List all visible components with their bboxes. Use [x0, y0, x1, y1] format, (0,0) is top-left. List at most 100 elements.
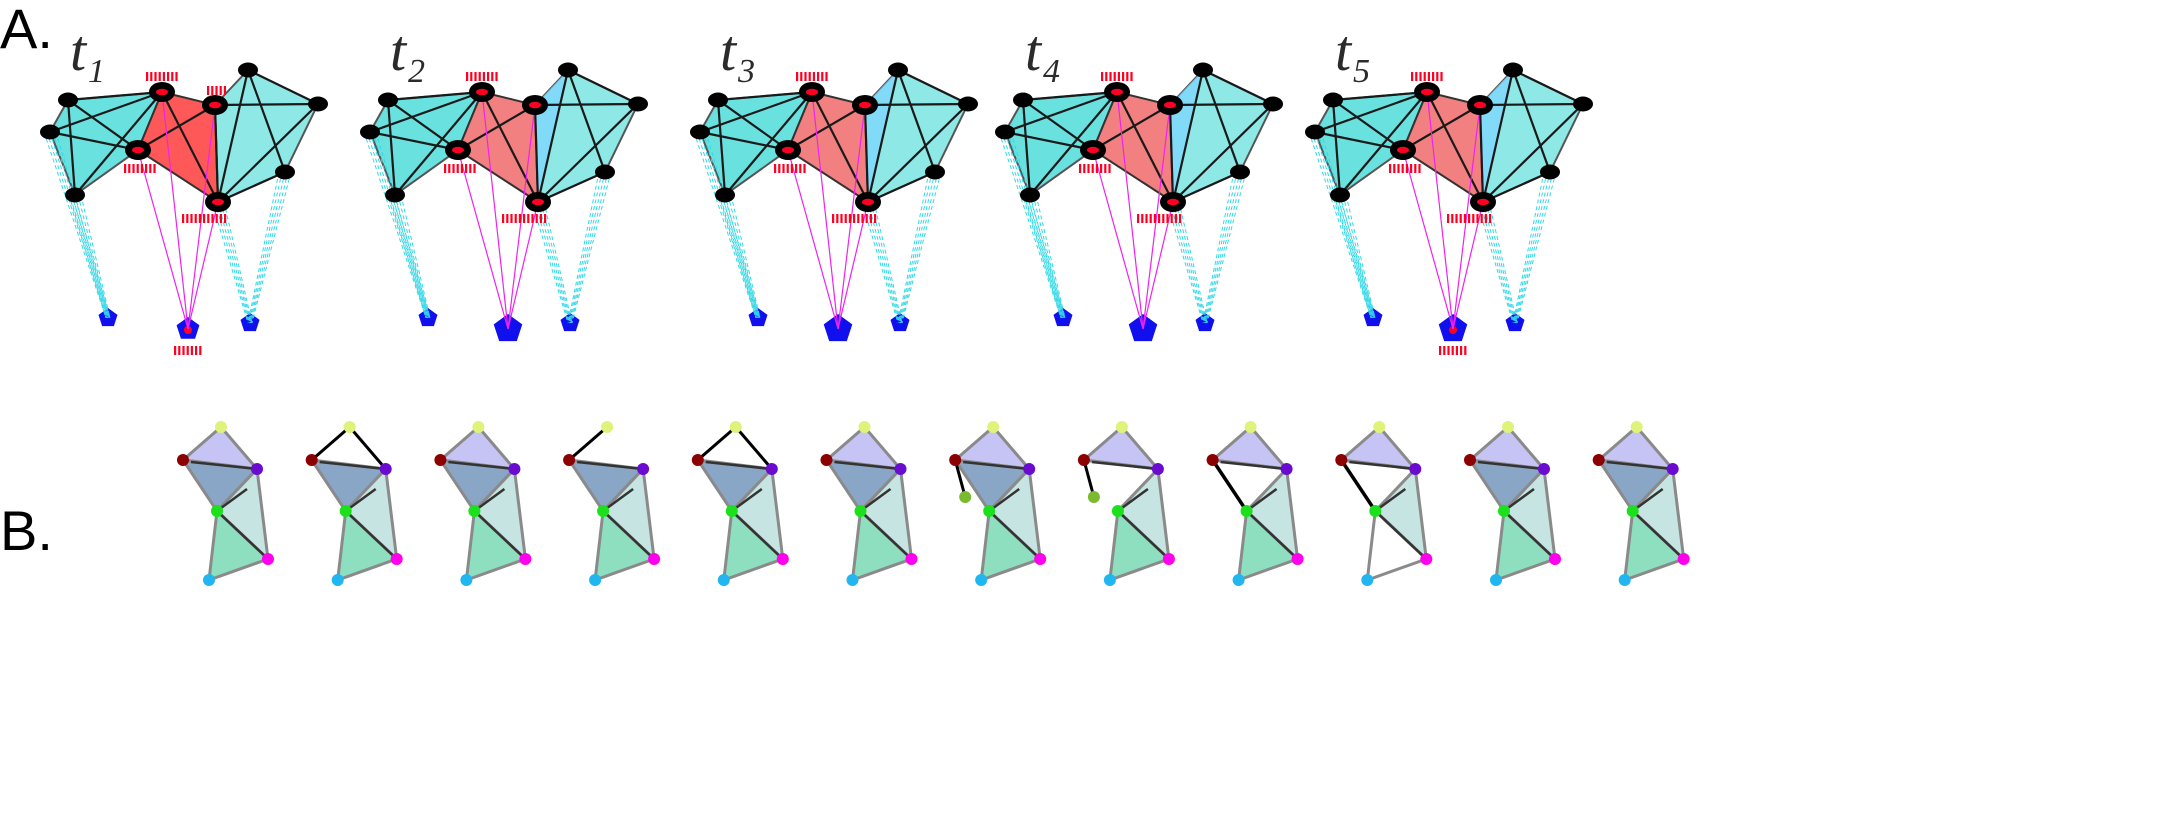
hub-tick: [495, 72, 498, 81]
pentagon-tick: [178, 346, 181, 355]
projection-line-magenta: [837, 201, 869, 330]
hub-tick: [207, 214, 210, 223]
hub-tick: [1126, 72, 1129, 81]
hub-tick: [782, 164, 785, 173]
hub-tick: [132, 164, 135, 173]
hub-tick: [817, 72, 820, 81]
node-darkred: [691, 454, 704, 466]
projection-line: [568, 171, 603, 324]
projection-line: [1205, 171, 1244, 324]
hub-tick: [198, 214, 201, 223]
hub-node-marker: [1474, 101, 1486, 109]
cluster-edge: [699, 130, 789, 152]
projection-line: [1336, 194, 1373, 319]
hub-tick: [825, 72, 828, 81]
hub-tick: [1459, 214, 1462, 223]
edge-dark: [576, 460, 644, 471]
time-subscript: 1: [88, 53, 105, 90]
hub-tick: [531, 214, 534, 223]
node-purple: [379, 463, 392, 475]
projection-line: [80, 194, 111, 319]
cluster-edge: [1169, 102, 1274, 107]
hub-tick: [774, 164, 777, 173]
node-yellow: [987, 421, 1000, 433]
cluster-edge: [49, 90, 163, 134]
panel-b-complex: [177, 421, 274, 586]
projection-line: [1026, 194, 1063, 319]
hub-tick: [861, 214, 864, 223]
cluster-edge: [387, 90, 483, 102]
hub-tick: [848, 214, 851, 223]
node: [1193, 62, 1213, 78]
node: [1323, 92, 1343, 108]
hub-tick: [836, 214, 839, 223]
hub-tick: [527, 214, 530, 223]
panel-a-label: A.: [0, 0, 53, 60]
hub-node-marker: [529, 101, 541, 109]
projection-line: [251, 171, 292, 324]
hub-node-marker: [806, 88, 818, 96]
hub-tick: [145, 164, 148, 173]
projection-line: [211, 201, 249, 324]
node: [925, 164, 945, 180]
edge-dark: [1117, 487, 1149, 513]
projection-line: [1476, 201, 1514, 324]
hub-tick: [869, 214, 872, 223]
node-magenta: [1162, 553, 1175, 565]
cluster-edge: [1512, 69, 1584, 105]
edge-black: [696, 425, 737, 462]
projection-line: [1032, 194, 1065, 319]
node-green: [1111, 505, 1124, 517]
edge-dark: [1606, 460, 1673, 471]
pentagon-tick: [195, 346, 198, 355]
edge-dark: [473, 510, 527, 560]
node-yellow: [472, 421, 485, 433]
projection-line: [247, 171, 280, 324]
projection-line: [366, 131, 428, 319]
node-purple: [894, 463, 907, 475]
hub-tick: [1083, 164, 1086, 173]
node: [958, 96, 978, 112]
edge-dark: [1477, 460, 1545, 471]
cluster-edge: [811, 91, 869, 203]
projection-line: [52, 131, 110, 319]
hub-tick: [1145, 214, 1148, 223]
cluster-edge: [1402, 104, 1481, 151]
hub-tick: [786, 164, 789, 173]
hub-tick: [219, 86, 222, 95]
projection-line: [727, 194, 760, 319]
edge-dark: [1374, 487, 1407, 513]
edge-dark: [1245, 510, 1299, 560]
edge-dark: [344, 510, 398, 560]
node-olive: [1087, 491, 1100, 503]
projection-line: [391, 194, 428, 319]
hub-tick: [523, 214, 526, 223]
hub-tick: [857, 214, 860, 223]
hub-tick: [491, 72, 494, 81]
edge-dark: [1631, 487, 1664, 513]
projection-line-magenta: [1092, 149, 1144, 330]
projection-line: [900, 171, 939, 324]
projection-line: [1345, 194, 1376, 319]
node: [360, 124, 380, 140]
hub-tick: [190, 214, 193, 223]
cluster-edge: [394, 91, 483, 196]
node-magenta: [1677, 553, 1690, 565]
edge-black: [1339, 459, 1377, 512]
edge-dark: [1374, 510, 1428, 560]
panel-b: [177, 421, 1690, 586]
panel-b-complex: [949, 421, 1047, 586]
projection-line-magenta: [187, 104, 216, 330]
edge-black: [310, 425, 351, 462]
node-green: [725, 505, 738, 517]
hub-tick: [1104, 164, 1107, 173]
hub-tick: [799, 164, 802, 173]
projection-line: [1317, 131, 1375, 319]
hub-tick: [853, 214, 856, 223]
node: [385, 187, 405, 203]
cluster-edge: [1482, 103, 1584, 203]
hub-tick: [1489, 214, 1492, 223]
time-label: t: [720, 18, 738, 83]
node-cyan: [589, 574, 602, 586]
